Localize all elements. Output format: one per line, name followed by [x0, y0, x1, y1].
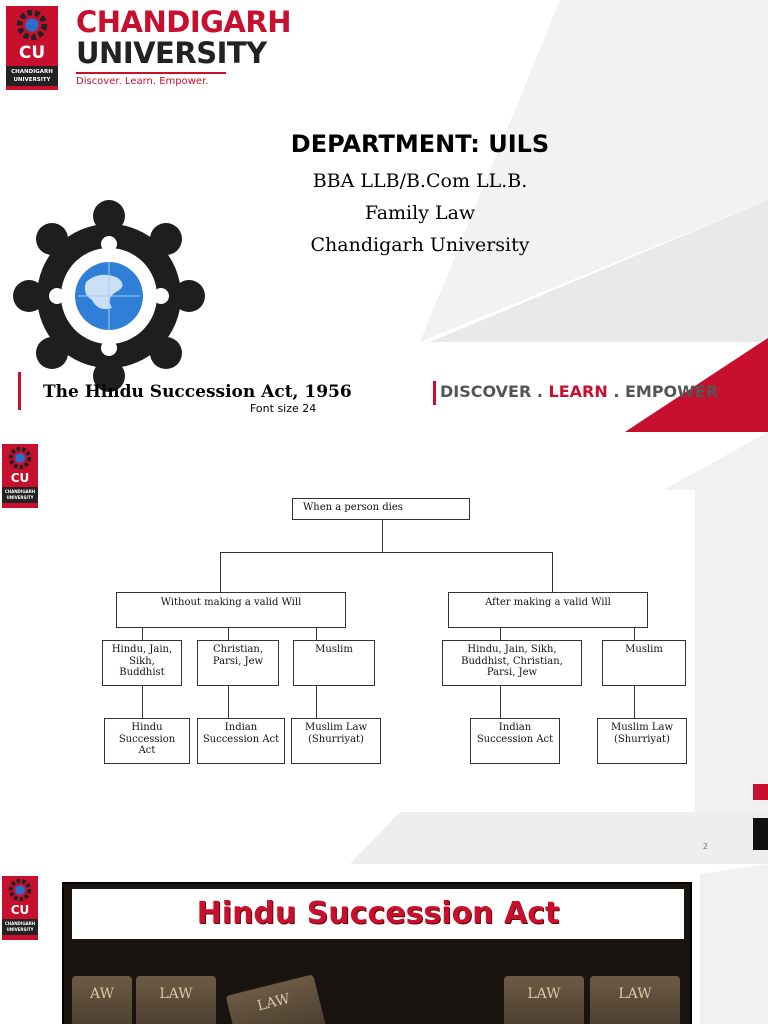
bg-bottom-gray	[350, 812, 768, 864]
brand-line-2: UNIVERSITY	[76, 39, 291, 68]
motto-discover: DISCOVER .	[440, 382, 549, 401]
motto-empower: . EMPOWER	[608, 382, 718, 401]
act-title: The Hindu Succession Act, 1956	[43, 382, 352, 402]
connector-r2-down	[634, 686, 635, 718]
badge-subtext: CHANDIGARH UNIVERSITY	[2, 919, 38, 935]
motto-learn: LEARN	[549, 382, 608, 401]
law-book: LAW	[590, 976, 680, 1024]
cu-logo-badge-small: CU CHANDIGARH UNIVERSITY	[2, 876, 38, 940]
motto: DISCOVER . LEARN . EMPOWER	[440, 382, 718, 401]
connector-split	[220, 552, 553, 553]
flowchart-panel: When a person dies Without making a vali…	[100, 490, 695, 812]
badge-text: CU	[2, 904, 38, 916]
brand-line-1: CHANDIGARH	[76, 8, 291, 37]
law-book: LAW	[226, 974, 333, 1024]
badge-subtext: CHANDIGARH UNIVERSITY	[6, 66, 58, 86]
branch-no-will: Without making a valid Will	[116, 592, 346, 628]
law-book: LAW	[504, 976, 584, 1024]
connector-l2-down	[228, 686, 229, 718]
slide-flowchart: CU CHANDIGARH UNIVERSITY When a person d…	[0, 432, 768, 864]
badge-subtext: CHANDIGARH UNIVERSITY	[2, 487, 38, 503]
connector-l3-down	[316, 686, 317, 718]
mini-badge-red	[753, 784, 768, 800]
gear-globe-icon	[6, 444, 34, 472]
gear-globe-icon	[13, 6, 51, 44]
law-indian-succession-box: Indian Succession Act	[197, 718, 285, 764]
connector-l1-down	[142, 686, 143, 718]
hsa-heading-panel: Hindu Succession Act	[72, 889, 684, 939]
connector-root	[382, 520, 383, 553]
course-line: BBA LLB/B.Com LL.B.	[0, 170, 768, 192]
connector-left	[220, 552, 221, 592]
font-size-note: Font size 24	[250, 402, 316, 415]
title-accent-bar	[18, 372, 21, 410]
department-heading: DEPARTMENT: UILS	[0, 130, 768, 158]
page-number: 2	[703, 842, 708, 851]
mini-badge-dark	[753, 818, 768, 850]
law-muslim-box: Muslim Law (Shurriyat)	[291, 718, 381, 764]
connector-r1-down	[500, 686, 501, 718]
law-hindu-succession-box: Hindu Succession Act	[104, 718, 190, 764]
badge-text: CU	[6, 44, 58, 62]
cu-logo-badge-small: CU CHANDIGARH UNIVERSITY	[2, 444, 38, 508]
gear-globe-emblem	[6, 198, 212, 394]
religion-muslim-box: Muslim	[293, 640, 375, 686]
badge-text: CU	[2, 472, 38, 484]
motto-accent-bar	[433, 381, 436, 405]
branch-with-will: After making a valid Will	[448, 592, 648, 628]
gear-globe-icon	[6, 876, 34, 904]
slide-title: CU CHANDIGARH UNIVERSITY CHANDIGARH UNIV…	[0, 0, 768, 432]
religion-all-box: Hindu, Jain, Sikh, Buddhist, Christian, …	[442, 640, 582, 686]
brand-tagline: Discover. Learn. Empower.	[76, 76, 291, 87]
connector-right	[552, 552, 553, 592]
brand-rule	[76, 72, 226, 74]
religion-hindu-box: Hindu, Jain, Sikh, Buddhist	[102, 640, 182, 686]
law-book: LAW	[136, 976, 216, 1024]
root-box: When a person dies	[292, 498, 470, 520]
law-muslim-will-box: Muslim Law (Shurriyat)	[597, 718, 687, 764]
law-book: AW	[72, 976, 132, 1024]
religion-christian-box: Christian, Parsi, Jew	[197, 640, 279, 686]
religion-muslim-will-box: Muslim	[602, 640, 686, 686]
slide-hindu-succession: CU CHANDIGARH UNIVERSITY Hindu Successio…	[0, 864, 768, 1024]
hindu-succession-image: Hindu Succession Act AW LAW LAW LAW LAW	[62, 882, 692, 1024]
law-indian-succession-will-box: Indian Succession Act	[470, 718, 560, 764]
brand-wordmark: CHANDIGARH UNIVERSITY Discover. Learn. E…	[76, 8, 291, 87]
hsa-heading: Hindu Succession Act	[197, 896, 560, 931]
cu-logo-badge: CU CHANDIGARH UNIVERSITY	[6, 6, 58, 90]
